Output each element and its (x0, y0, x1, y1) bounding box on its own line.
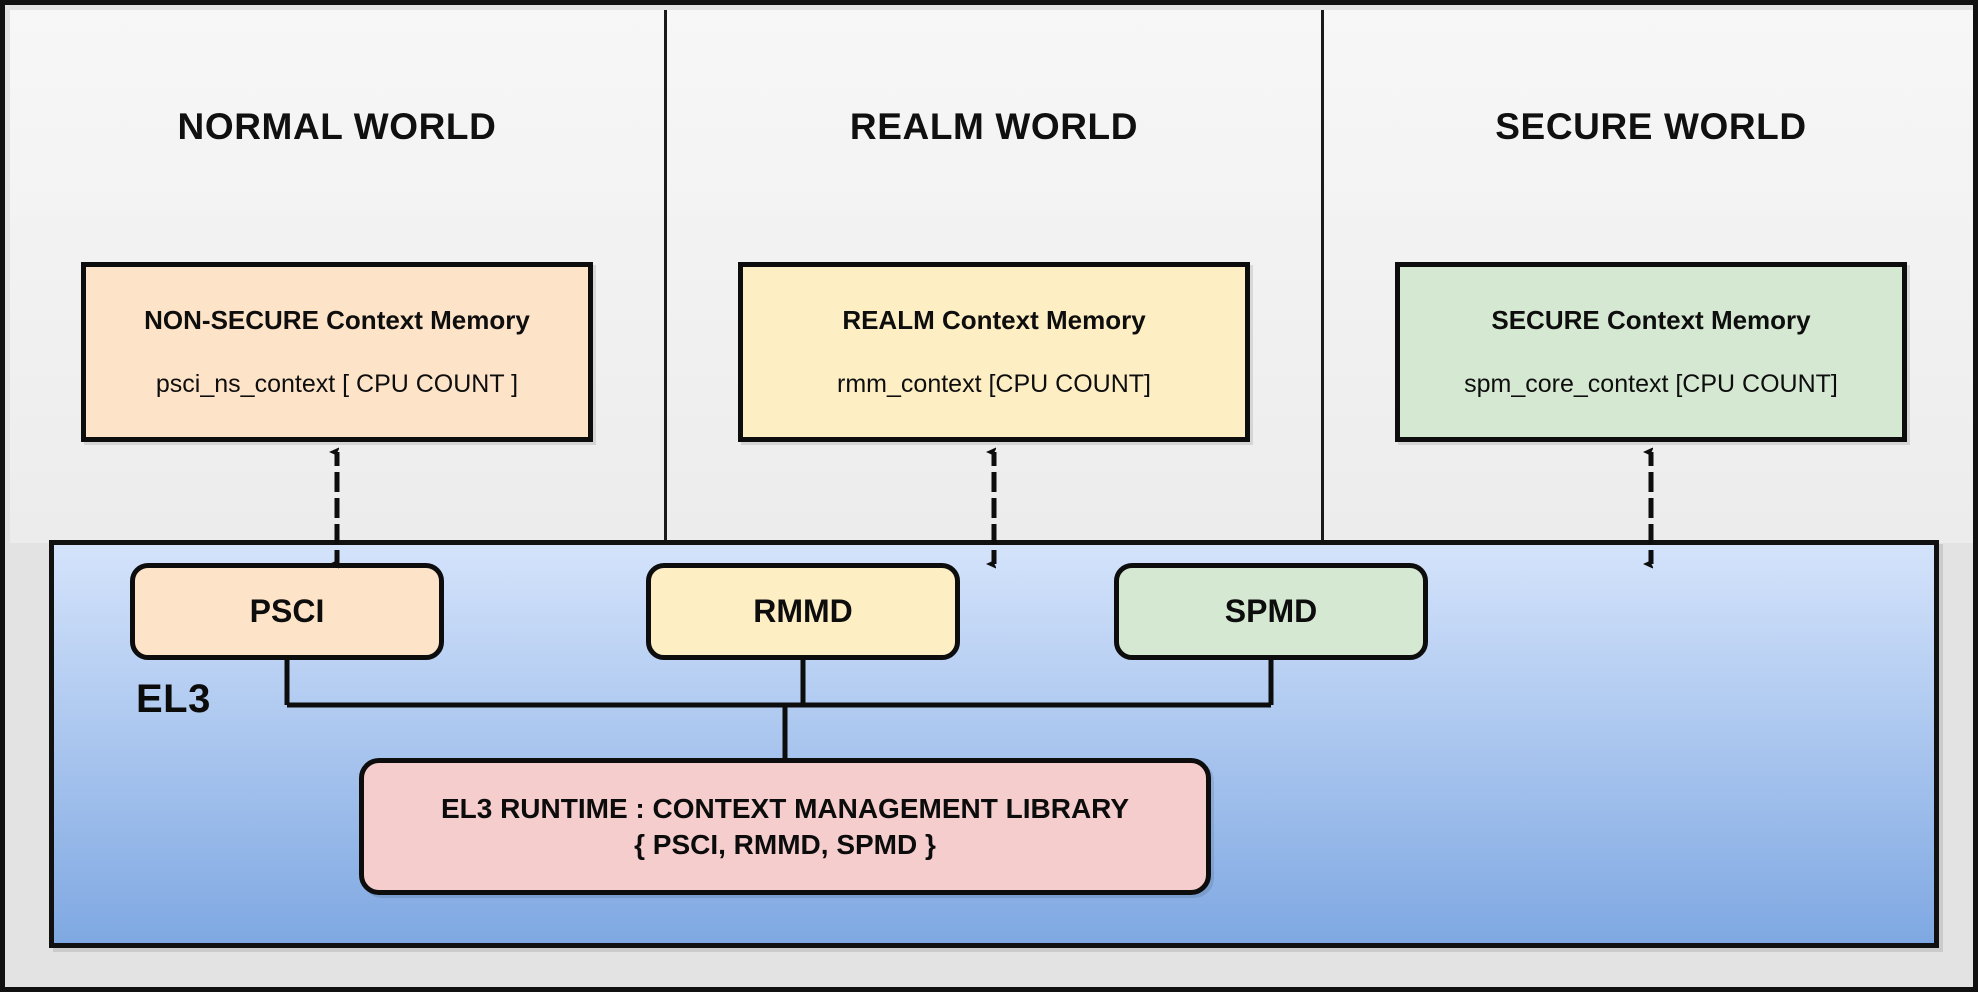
el3-panel: EL3 PSCI RMMD SPMD EL3 RUNTIME : CONTEXT… (49, 540, 1939, 948)
dispatcher-spmd[interactable]: SPMD (1114, 563, 1428, 660)
dispatcher-psci-label: PSCI (249, 593, 325, 629)
world-panel-secure: SECURE WORLD SECURE Context Memory spm_c… (1321, 10, 1973, 543)
context-memory-title-secure: SECURE Context Memory (1491, 305, 1811, 335)
dashed-arrow-realm (977, 442, 997, 572)
context-memory-title-non-secure: NON-SECURE Context Memory (144, 305, 530, 335)
dispatcher-psci[interactable]: PSCI (130, 563, 444, 660)
context-memory-box-non-secure: NON-SECURE Context Memory psci_ns_contex… (81, 262, 593, 442)
el3-runtime-library-box[interactable]: EL3 RUNTIME : CONTEXT MANAGEMENT LIBRARY… (359, 758, 1211, 895)
world-panel-normal: NORMAL WORLD NON-SECURE Context Memory p… (10, 10, 664, 543)
context-memory-box-secure: SECURE Context Memory spm_core_context [… (1395, 262, 1907, 442)
el3-runtime-library-line2: { PSCI, RMMD, SPMD } (634, 828, 936, 860)
context-memory-title-realm: REALM Context Memory (842, 305, 1146, 335)
world-title-secure: SECURE WORLD (1495, 106, 1807, 147)
dashed-arrow-non-secure (320, 442, 340, 572)
el3-label: EL3 (136, 677, 211, 721)
world-panel-realm: REALM WORLD REALM Context Memory rmm_con… (664, 10, 1321, 543)
world-title-normal: NORMAL WORLD (177, 106, 497, 147)
worlds-row: NORMAL WORLD NON-SECURE Context Memory p… (10, 10, 1973, 543)
dispatcher-rmmd[interactable]: RMMD (646, 563, 960, 660)
dispatcher-rmmd-label: RMMD (753, 593, 853, 629)
world-title-realm: REALM WORLD (849, 106, 1139, 147)
context-memory-subtitle-realm: rmm_context [CPU COUNT] (837, 370, 1151, 398)
context-memory-subtitle-secure: spm_core_context [CPU COUNT] (1464, 370, 1838, 398)
context-memory-box-realm: REALM Context Memory rmm_context [CPU CO… (738, 262, 1250, 442)
dashed-arrow-secure (1634, 442, 1654, 572)
el3-runtime-library-line1: EL3 RUNTIME : CONTEXT MANAGEMENT LIBRARY (440, 792, 1130, 824)
dispatcher-spmd-label: SPMD (1224, 593, 1318, 629)
context-memory-subtitle-non-secure: psci_ns_context [ CPU COUNT ] (155, 370, 519, 398)
